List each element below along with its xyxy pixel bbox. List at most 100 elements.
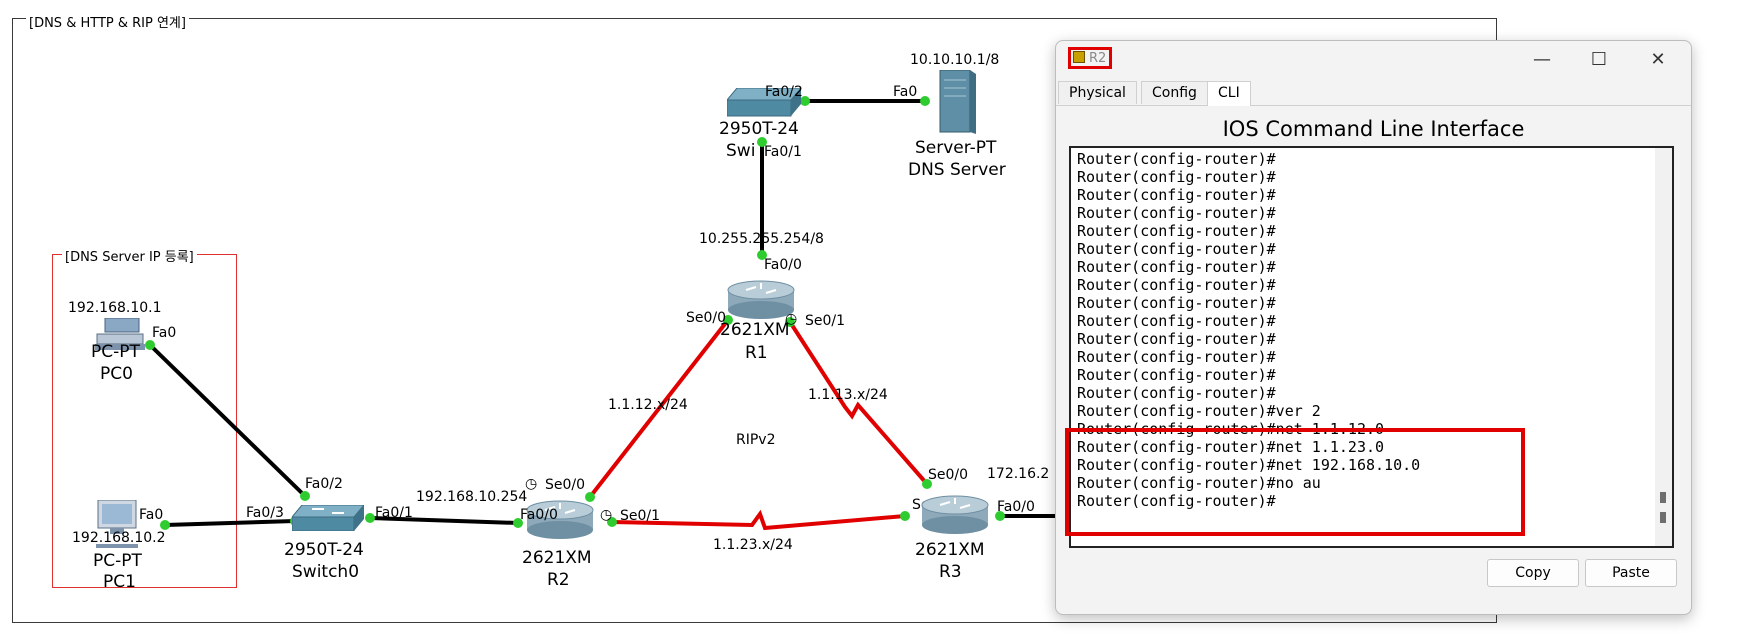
console-line: Router(config-router)# (1077, 312, 1276, 330)
serial-links (588, 318, 929, 531)
link-label-r1-r2: 1.1.12.x/24 (608, 397, 688, 413)
port-dot-server (920, 96, 930, 106)
console-line: Router(config-router)#net 1.1.23.0 (1077, 438, 1385, 456)
pc-icon (95, 317, 145, 350)
r2-device[interactable] (525, 500, 595, 540)
console-line: Router(config-router)# (1077, 168, 1276, 186)
r1-name: R1 (745, 343, 768, 363)
link-pc1-switch0 (164, 519, 296, 527)
pc1-name: PC1 (103, 572, 136, 592)
cli-console[interactable]: Router(config-router)#Router(config-rout… (1069, 146, 1674, 548)
top-switch-name: Swi (726, 141, 756, 161)
port-dot-r2-se0 (585, 492, 595, 502)
window-title: R2 (1089, 51, 1107, 66)
r3-model: 2621XM (915, 540, 985, 560)
r2-lan-ip: 192.168.10.254 (416, 489, 528, 505)
maximize-button[interactable]: ☐ (1590, 49, 1608, 70)
link-r1-r2 (588, 318, 730, 499)
r3-port-se0: Se0/0 (928, 467, 969, 483)
port-dot-r1-se1 (785, 317, 795, 327)
minimize-button[interactable]: — (1533, 49, 1551, 70)
server-model: Server-PT (915, 138, 997, 158)
port-dot-sw0-c (365, 513, 375, 523)
link-switch0-r2 (369, 516, 519, 525)
r3-name: R3 (939, 562, 962, 582)
console-line: Router(config-router)# (1077, 240, 1276, 258)
console-line: Router(config-router)# (1077, 186, 1276, 204)
console-line: Router(config-router)#no au (1077, 474, 1321, 492)
switch0-model: 2950T-24 (284, 540, 364, 560)
window-titlebar[interactable]: R2 — ☐ ✕ (1056, 41, 1691, 79)
r1-port-se0: Se0/0 (686, 310, 727, 326)
port-dot-topsw-right (800, 96, 810, 106)
port-dot-r3-fa (995, 511, 1005, 521)
tab-cli[interactable]: CLI (1207, 81, 1251, 106)
paste-button[interactable]: Paste (1585, 559, 1677, 587)
r3-device[interactable] (920, 495, 990, 535)
r1-ip: 10.255.255.254/8 (699, 231, 824, 247)
server-device[interactable] (938, 69, 978, 134)
pc1-device[interactable] (96, 499, 138, 550)
r2-model: 2621XM (522, 548, 592, 568)
r2-port-se1: Se0/1 (620, 508, 661, 524)
outer-group-title: [DNS & HTTP & RIP 연계] (26, 12, 189, 31)
server-name: DNS Server (908, 160, 1006, 180)
link-label-r2-r3: 1.1.23.x/24 (713, 537, 793, 553)
cli-heading: IOS Command Line Interface (1222, 117, 1525, 141)
link-label-r1-r3: 1.1.13.x/24 (808, 387, 888, 403)
console-scrollbar[interactable] (1655, 148, 1672, 546)
tab-physical[interactable]: Physical (1058, 81, 1137, 104)
protocol-label: RIPv2 (736, 432, 776, 448)
console-line: Router(config-router)# (1077, 204, 1276, 222)
top-switch-device[interactable] (725, 87, 803, 118)
console-line: Router(config-router)#net 192.168.10.0 (1077, 456, 1421, 474)
r1-port-se1: Se0/1 (805, 313, 846, 329)
top-switch-model: 2950T-24 (719, 119, 799, 139)
port-dot-pc1 (160, 520, 170, 530)
port-dot-topsw-down (757, 137, 767, 147)
scrollbar-mark (1660, 492, 1666, 503)
switch0-port-a: Fa0/2 (305, 476, 343, 492)
r2-port-fa: Fa0/0 (520, 507, 558, 523)
port-dot-r2-se1 (607, 517, 617, 527)
tab-bar: Physical Config CLI (1056, 79, 1691, 106)
copy-button[interactable]: Copy (1487, 559, 1579, 587)
r2-clock-icon-0: ◷ (525, 476, 538, 492)
r2-device-window[interactable]: R2 — ☐ ✕ Physical Config CLI IOS Command… (1055, 40, 1692, 615)
console-line: Router(config-router)# (1077, 366, 1276, 384)
server-port: Fa0 (893, 84, 918, 100)
switch-icon (725, 87, 803, 117)
r2-name: R2 (547, 570, 570, 590)
top-switch-port-right: Fa0/2 (765, 84, 803, 100)
console-line: Router(config-router)# (1077, 150, 1276, 168)
port-dot-r1-se0 (723, 315, 733, 325)
dns-group-title: [DNS Server IP 등록] (62, 246, 197, 265)
port-dot-sw0-a (300, 491, 310, 501)
port-dot-r3-se0 (922, 479, 932, 489)
console-line: Router(config-router)# (1077, 222, 1276, 240)
r3-port-fa: Fa0/0 (997, 499, 1035, 515)
switch0-device[interactable] (290, 504, 366, 532)
r1-clock-icon: ◷ (785, 311, 798, 327)
tab-config[interactable]: Config (1141, 81, 1208, 104)
pc1-model: PC-PT (93, 551, 142, 571)
server-ip: 10.10.10.1/8 (910, 52, 1000, 68)
scrollbar-mark (1660, 512, 1666, 523)
top-switch-port-down: Fa0/1 (764, 144, 802, 160)
console-line: Router(config-router)# (1077, 276, 1276, 294)
ethernet-links (148, 99, 1060, 527)
link-r2-r3 (611, 509, 906, 531)
pc0-port: Fa0 (152, 325, 177, 341)
pc0-device[interactable] (95, 317, 145, 352)
switch0-port-c: Fa0/1 (375, 505, 413, 521)
pc1-ip: 192.168.10.2 (72, 530, 166, 546)
console-line: Router(config-router)# (1077, 294, 1276, 312)
console-line: Router(config-router)# (1077, 330, 1276, 348)
r1-device[interactable] (726, 280, 796, 320)
console-line: Router(config-router)# (1077, 384, 1276, 402)
close-button[interactable]: ✕ (1650, 49, 1666, 70)
r2-port-se0: Se0/0 (545, 477, 586, 493)
link-pc0-switch0 (148, 343, 307, 498)
title-highlight-box: R2 (1068, 47, 1112, 69)
